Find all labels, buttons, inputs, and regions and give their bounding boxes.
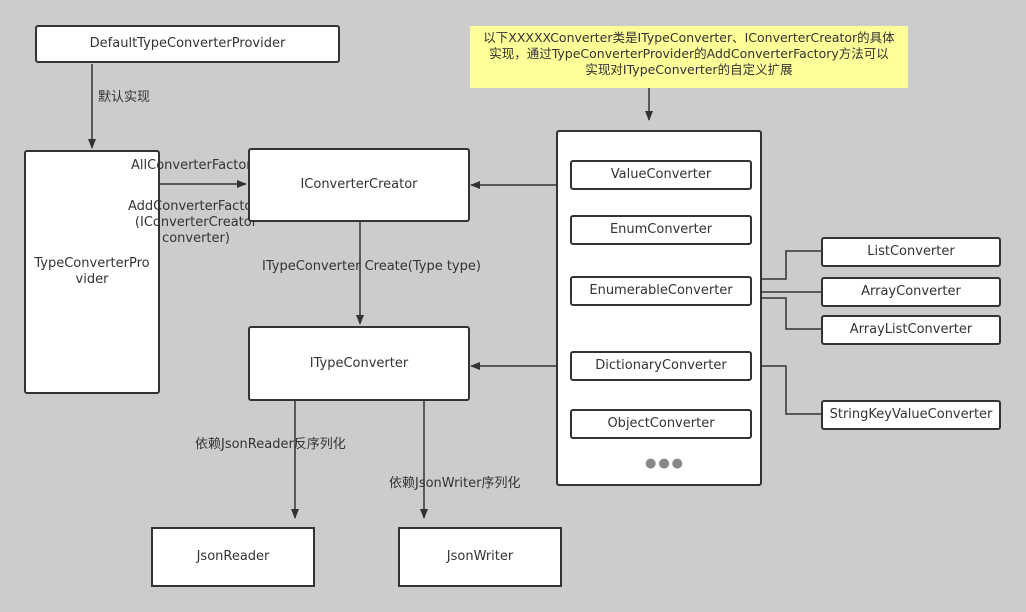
array-list-converter-label: ArrayListConverter: [849, 322, 973, 337]
enumerable-converter-node: EnumerableConverter: [570, 276, 752, 306]
itype-converter-label: ITypeConverter: [309, 355, 409, 371]
array-converter-label: ArrayConverter: [861, 284, 961, 299]
default-impl-label: 默认实现: [98, 90, 151, 105]
all-converter-factories-label: AllConverterFactories(): [131, 158, 281, 173]
enumerable-converter-label: EnumerableConverter: [589, 283, 733, 298]
json-reader-dependency-label: 依赖JsonReader反序列化: [195, 437, 346, 452]
edge-list-to-enumerable: [751, 250, 821, 283]
json-reader-node: JsonReader: [151, 527, 315, 587]
list-converter-label: ListConverter: [867, 244, 955, 259]
value-converter-node: ValueConverter: [570, 160, 752, 190]
dictionary-converter-node: DictionaryConverter: [570, 351, 752, 381]
default-type-converter-provider-node: DefaultTypeConverterProvider: [35, 25, 340, 63]
type-converter-provider-node: TypeConverterPro vider: [24, 150, 160, 394]
string-key-value-converter-label: StringKeyValueConverter: [829, 407, 993, 422]
array-list-converter-node: ArrayListConverter: [821, 315, 1001, 345]
type-converter-provider-label: TypeConverterPro vider: [34, 256, 150, 287]
json-writer-node: JsonWriter: [398, 527, 562, 587]
note-line-1: 以下XXXXXConverter类是ITypeConverter、IConver…: [483, 30, 895, 45]
more-converters-ellipsis: ●●●: [645, 456, 686, 471]
default-type-converter-provider-label: DefaultTypeConverterProvider: [89, 36, 286, 51]
json-reader-label: JsonReader: [196, 549, 270, 564]
enum-converter-node: EnumConverter: [570, 215, 752, 245]
value-converter-label: ValueConverter: [610, 167, 712, 182]
array-converter-node: ArrayConverter: [821, 277, 1001, 307]
edge-arraylist-to-enumerable: [751, 294, 821, 330]
enum-converter-label: EnumConverter: [609, 222, 713, 237]
object-converter-node: ObjectConverter: [570, 409, 752, 439]
json-writer-label: JsonWriter: [446, 549, 514, 564]
iconverter-creator-label: IConverterCreator: [300, 177, 418, 192]
add-converter-factory-line-3: converter): [162, 231, 230, 246]
create-method-label: ITypeConverter Create(Type type): [262, 259, 481, 274]
json-writer-dependency-label: 依赖JsonWriter序列化: [389, 476, 521, 491]
annotation-note: 以下XXXXXConverter类是ITypeConverter、IConver…: [470, 26, 908, 88]
iconverter-creator-node: IConverterCreator: [248, 148, 470, 222]
object-converter-label: ObjectConverter: [607, 416, 715, 431]
note-line-3: 实现对ITypeConverter的自定义扩展: [585, 62, 793, 77]
edge-stringkv-to-dictionary: [751, 362, 821, 415]
itype-converter-node: ITypeConverter: [248, 326, 470, 401]
list-converter-node: ListConverter: [821, 237, 1001, 267]
dictionary-converter-label: DictionaryConverter: [595, 358, 727, 373]
note-line-2: 实现，通过TypeConverterProvider的AddConverterF…: [489, 46, 889, 61]
add-converter-factory-line-2: (IConverterCreator: [134, 215, 258, 230]
add-converter-factory-line-1: AddConverterFactory: [128, 199, 266, 214]
string-key-value-converter-node: StringKeyValueConverter: [821, 400, 1001, 430]
add-converter-factory-label: AddConverterFactory (IConverterCreator c…: [128, 199, 266, 247]
